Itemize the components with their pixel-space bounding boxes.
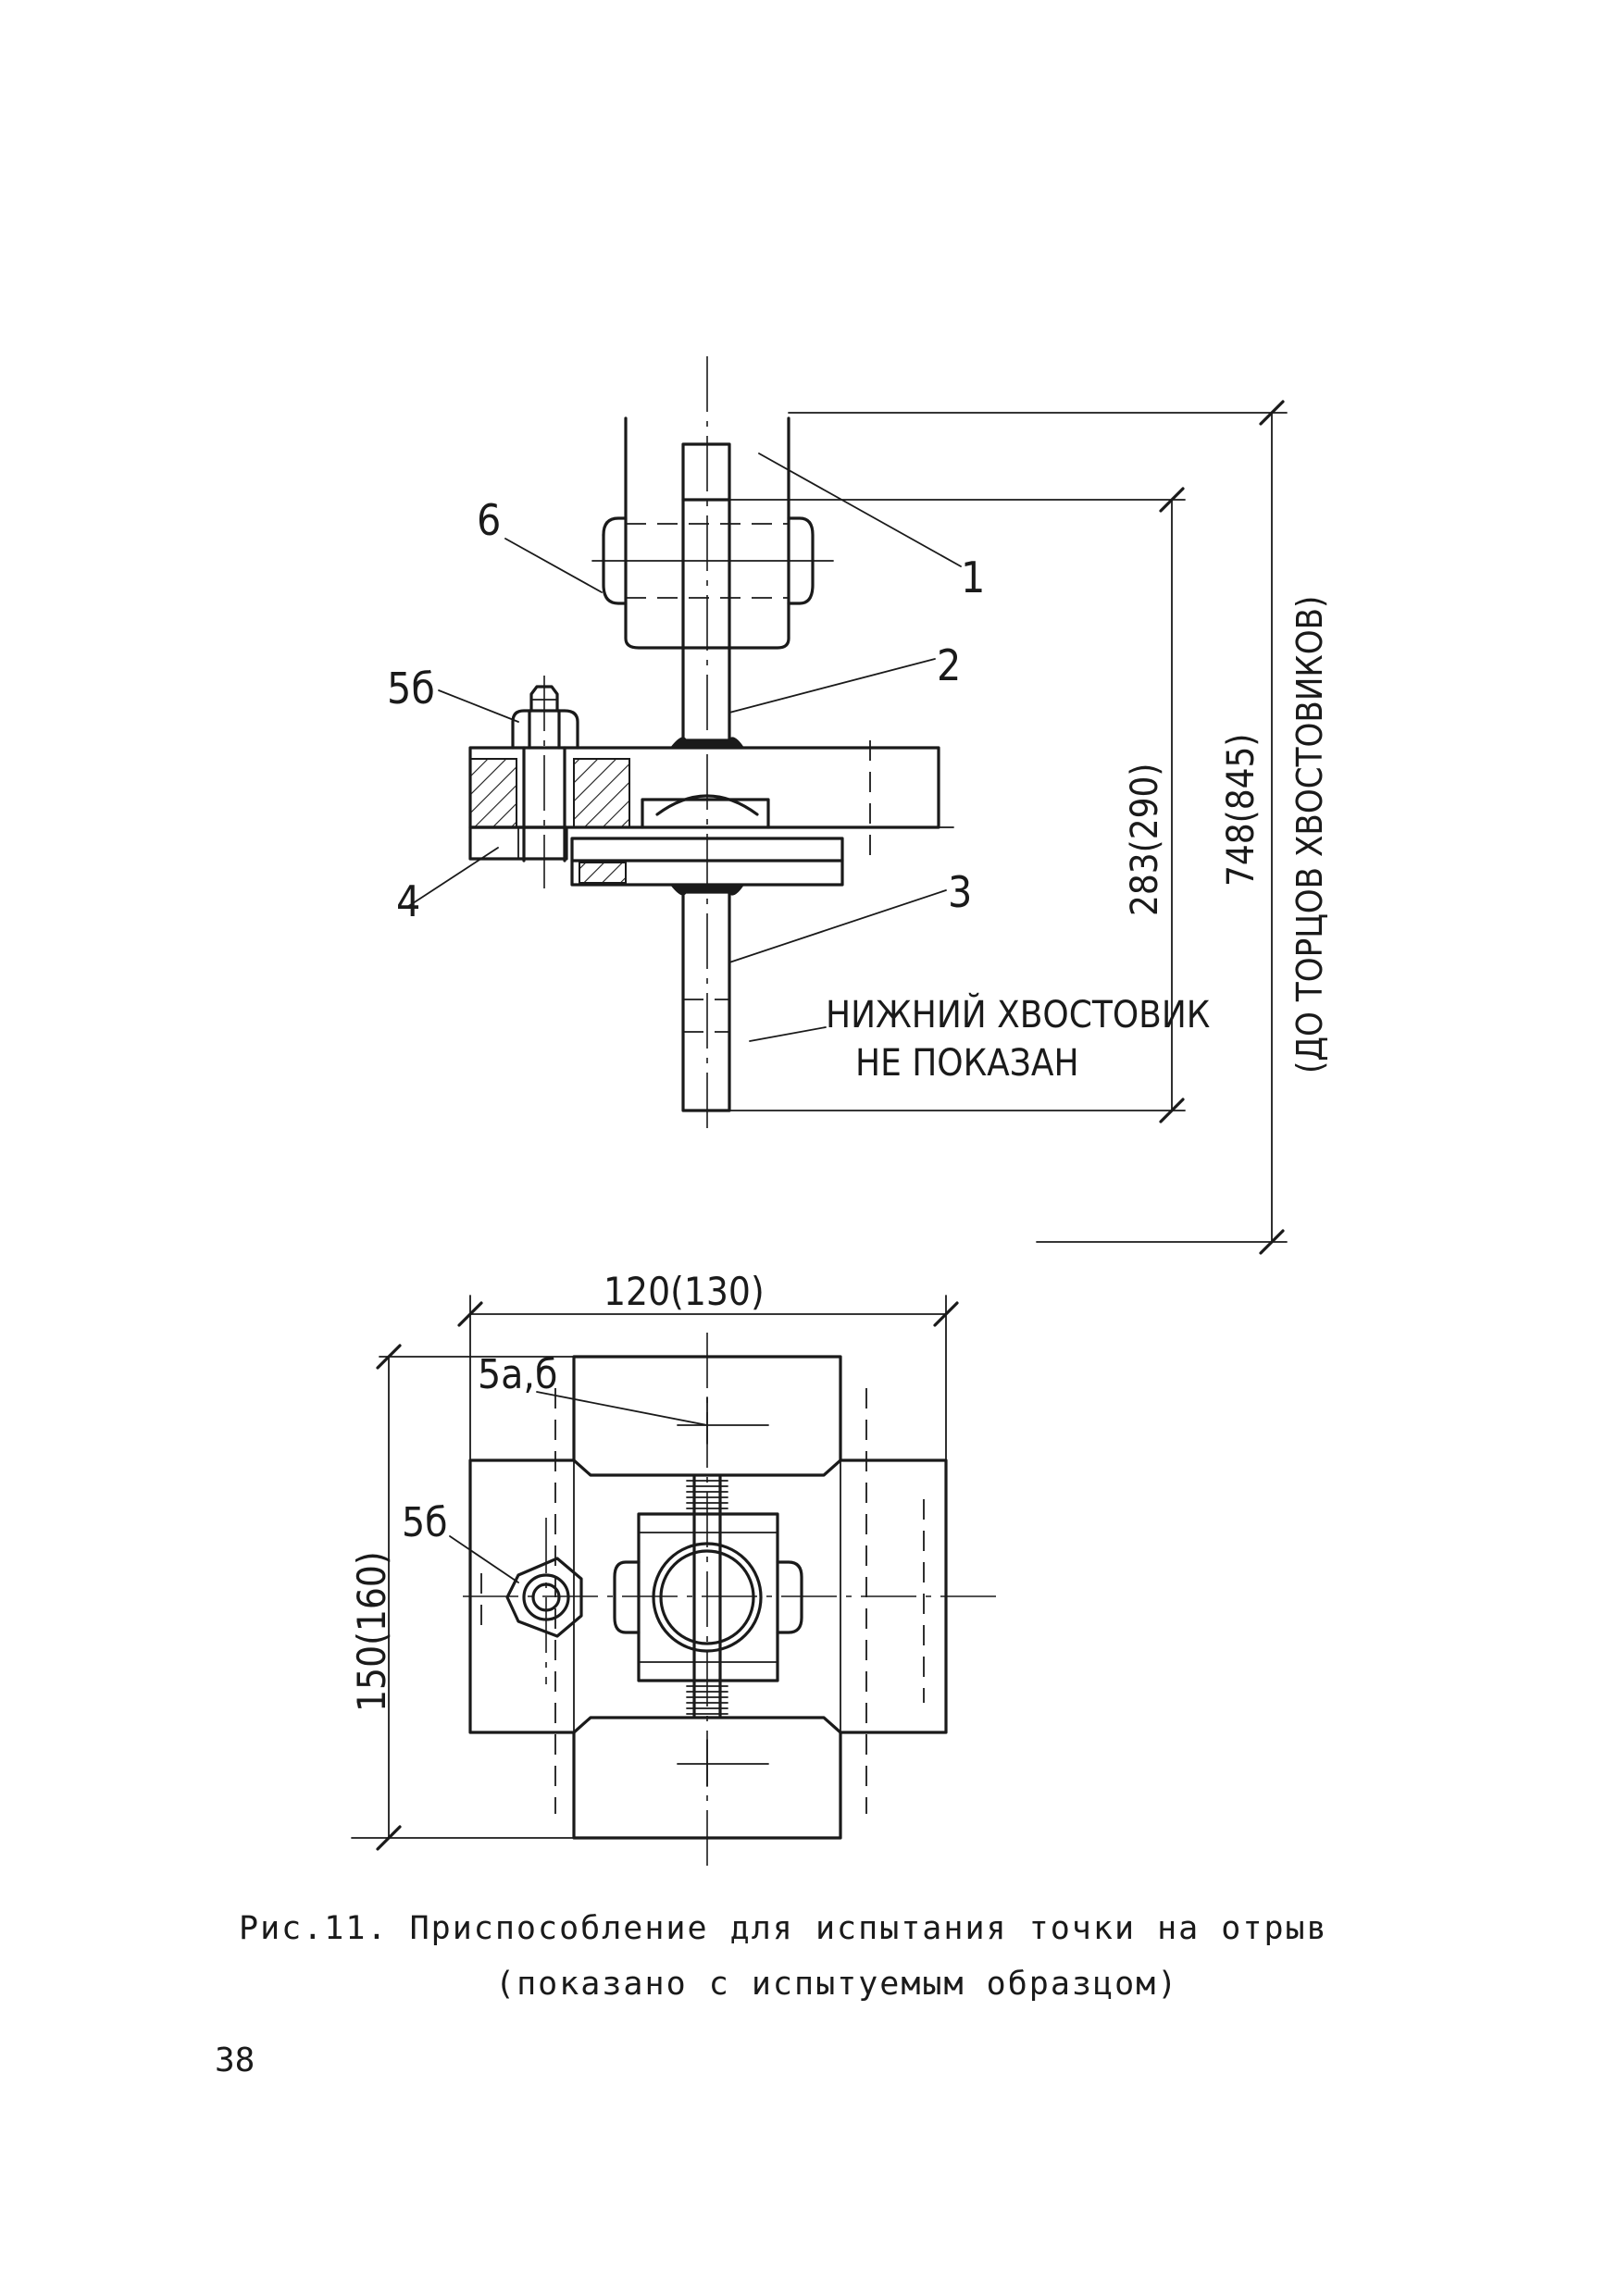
dimension-height-283: 283(290) <box>1124 763 1166 916</box>
note-line-1: НИЖНИЙ ХВОСТОВИК <box>826 992 1210 1036</box>
figure-caption-line-1: Рис.11. Приспособление для испытания точ… <box>239 1910 1328 1947</box>
label-part-6: 6 <box>477 495 501 545</box>
plan-view: 5а,б 5б 120(130) 150(160) <box>349 1269 1000 1869</box>
label-5b-plan: 5б <box>402 1499 448 1546</box>
label-part-2: 2 <box>937 640 961 690</box>
label-5ab: 5а,б <box>478 1351 557 1398</box>
label-part-3: 3 <box>948 867 972 917</box>
note-line-2: НЕ ПОКАЗАН <box>855 1042 1079 1085</box>
label-part-4: 4 <box>396 876 420 926</box>
dimension-height-150: 150(160) <box>349 1551 394 1712</box>
figure-caption-line-2: (показано с испытуемым образцом) <box>495 1966 1179 2003</box>
page-number: 38 <box>215 2042 255 2079</box>
label-part-1: 1 <box>961 552 985 602</box>
dimension-total-note: (ДО ТОРЦОВ ХВОСТОВИКОВ) <box>1289 596 1330 1074</box>
side-view: 6 1 2 5б 4 3 НИЖНИЙ ХВОСТОВИК НЕ ПОКАЗАН… <box>387 356 1330 1255</box>
label-part-5b: 5б <box>387 664 435 714</box>
dimension-total-748: 748(845) <box>1220 734 1263 887</box>
dimension-width-120: 120(130) <box>604 1269 765 1314</box>
